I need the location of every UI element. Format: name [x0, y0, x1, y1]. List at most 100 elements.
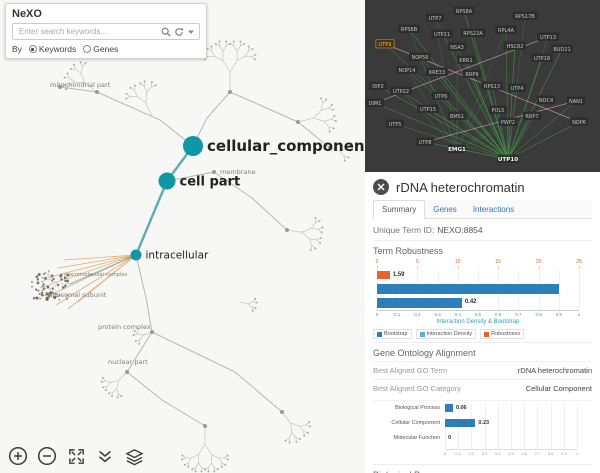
- gene-node-label[interactable]: BMS1: [450, 114, 464, 120]
- gene-node-UTP22[interactable]: [390, 86, 412, 96]
- gene-node-label[interactable]: UTP13: [540, 35, 556, 41]
- tab-interactions[interactable]: Interactions: [472, 205, 515, 214]
- radio-keywords[interactable]: Keywords: [28, 44, 76, 54]
- gene-node-label[interactable]: UTP5: [389, 122, 402, 128]
- gene-node-label[interactable]: PWP2: [501, 120, 515, 126]
- search-icon[interactable]: [161, 27, 171, 37]
- gene-node-UTP7[interactable]: [425, 13, 445, 23]
- gene-node-label[interactable]: BUD21: [553, 47, 570, 53]
- gene-node-label[interactable]: KRR1: [459, 58, 472, 64]
- gene-node-label[interactable]: UTP18: [534, 56, 550, 62]
- gene-node-label[interactable]: KRE33: [429, 70, 445, 76]
- gene-node-label[interactable]: NOP14: [398, 68, 415, 74]
- gene-node-DIP2[interactable]: [368, 81, 388, 91]
- gene-node-UTP10[interactable]: [497, 154, 519, 164]
- tree-node-label[interactable]: cellular_component: [207, 137, 365, 155]
- gene-node-label[interactable]: RPS13: [484, 84, 500, 90]
- gene-node-RPS6B[interactable]: [398, 24, 420, 34]
- gene-node-label[interactable]: UTP10: [498, 157, 518, 163]
- gene-node-label[interactable]: RRP9: [465, 72, 478, 78]
- gene-node-label[interactable]: UTP22: [393, 89, 409, 95]
- gene-network-svg[interactable]: UTP7 RPS8A RPS17B RPS6B UTP21 RPS22A RPL4A UTP1…: [365, 0, 600, 172]
- zoom-out-icon[interactable]: [37, 446, 57, 466]
- gene-node-label[interactable]: UTP7: [429, 16, 442, 22]
- gene-node-KRE33[interactable]: [426, 67, 448, 77]
- gene-node-RPL4A[interactable]: [495, 25, 517, 35]
- chevron-down-icon[interactable]: [187, 28, 195, 36]
- layers-icon[interactable]: [124, 446, 144, 466]
- gene-node-label[interactable]: NOC4: [539, 98, 553, 104]
- gene-node-label[interactable]: UTP8: [419, 140, 432, 146]
- tree-node-cell-part[interactable]: [158, 172, 176, 190]
- gene-node-label[interactable]: NSA3: [450, 45, 464, 51]
- gene-network-panel[interactable]: UTP7 RPS8A RPS17B RPS6B UTP21 RPS22A RPL4A UTP1…: [365, 0, 600, 172]
- gene-node-UTP18[interactable]: [531, 53, 553, 63]
- gene-node-UTP13[interactable]: [537, 32, 559, 42]
- gene-node-label[interactable]: UTP4: [511, 86, 524, 92]
- gene-node-EMG1[interactable]: [447, 144, 467, 154]
- gene-node-BMS1[interactable]: [447, 111, 467, 121]
- tab-summary[interactable]: Summary: [373, 200, 426, 219]
- gene-node-label[interactable]: POL5: [492, 108, 505, 114]
- gene-node-UTP21[interactable]: [431, 29, 453, 39]
- gene-node-DIM1[interactable]: [365, 98, 385, 108]
- gene-node-NOP6[interactable]: [569, 117, 589, 127]
- tree-node-label[interactable]: intracellular: [146, 250, 210, 262]
- gene-node-KRR1[interactable]: [456, 55, 476, 65]
- gene-node-RRP9[interactable]: [462, 69, 482, 79]
- gene-node-RPS8A[interactable]: [453, 6, 475, 16]
- gene-node-UTP8[interactable]: [415, 137, 435, 147]
- gene-node-label[interactable]: DIP2: [372, 84, 384, 90]
- zoom-in-icon[interactable]: [8, 446, 28, 466]
- collapse-tree-icon[interactable]: [95, 446, 115, 466]
- gene-node-NAN1[interactable]: [566, 96, 586, 106]
- gene-node-label[interactable]: EMG1: [448, 147, 466, 153]
- gene-node-label[interactable]: NAN1: [569, 99, 583, 105]
- gene-node-label[interactable]: UTP21: [434, 32, 450, 38]
- gene-node-label[interactable]: RPL4A: [498, 28, 514, 34]
- search-box[interactable]: [12, 23, 200, 40]
- gene-node-RPS17B[interactable]: [512, 11, 538, 21]
- gene-node-label[interactable]: RPS17B: [515, 14, 535, 20]
- gene-node-UTP4[interactable]: [507, 83, 527, 93]
- gene-node-UTP6[interactable]: [431, 91, 451, 101]
- gene-node-BUD21[interactable]: [551, 44, 573, 54]
- gene-node-NOP14[interactable]: [396, 65, 418, 75]
- gene-node-POL5[interactable]: [488, 105, 508, 115]
- gene-node-RPS22A[interactable]: [460, 28, 486, 38]
- gene-node-UTP9[interactable]: [375, 39, 395, 49]
- gene-node-PWP2[interactable]: [498, 117, 518, 127]
- gene-node-HSC82[interactable]: [504, 41, 526, 51]
- gene-node-label[interactable]: DIM1: [369, 101, 382, 107]
- gene-node-NOC4[interactable]: [536, 95, 556, 105]
- gene-node-label[interactable]: UTP15: [420, 107, 436, 113]
- gene-node-label[interactable]: NOP6: [572, 120, 586, 126]
- gene-node-NSA3[interactable]: [447, 42, 467, 52]
- tree-node-label[interactable]: cell part: [180, 174, 241, 189]
- gene-node-UTP5[interactable]: [385, 119, 405, 129]
- gene-node-label[interactable]: NOP56: [411, 55, 428, 61]
- close-button[interactable]: [373, 179, 389, 195]
- radio-dot[interactable]: [28, 45, 37, 53]
- gene-node-RRP7[interactable]: [522, 111, 542, 121]
- gene-node-NOP56[interactable]: [409, 52, 431, 62]
- gene-node-label[interactable]: RPS8A: [456, 9, 473, 15]
- radio-dot[interactable]: [83, 45, 92, 53]
- reset-icon[interactable]: [174, 27, 184, 37]
- fit-screen-icon[interactable]: [66, 446, 86, 466]
- gene-node-label[interactable]: RPS22A: [463, 31, 483, 37]
- tree-node-intracellular[interactable]: [130, 249, 142, 261]
- gene-node-label[interactable]: HSC82: [507, 44, 524, 50]
- gene-node-UTP15[interactable]: [417, 104, 439, 114]
- gene-node-RPS13[interactable]: [481, 81, 503, 91]
- search-input[interactable]: [17, 26, 158, 37]
- gene-node-label[interactable]: UTP6: [435, 94, 448, 100]
- gene-node-label[interactable]: RRP7: [525, 114, 538, 120]
- radio-genes[interactable]: Genes: [83, 44, 118, 54]
- gene-node-label[interactable]: UTP9: [379, 42, 392, 48]
- gene-node-label[interactable]: RPS6B: [401, 27, 418, 33]
- tree-node-cellular_component[interactable]: [183, 136, 203, 156]
- tab-genes[interactable]: Genes: [433, 205, 457, 214]
